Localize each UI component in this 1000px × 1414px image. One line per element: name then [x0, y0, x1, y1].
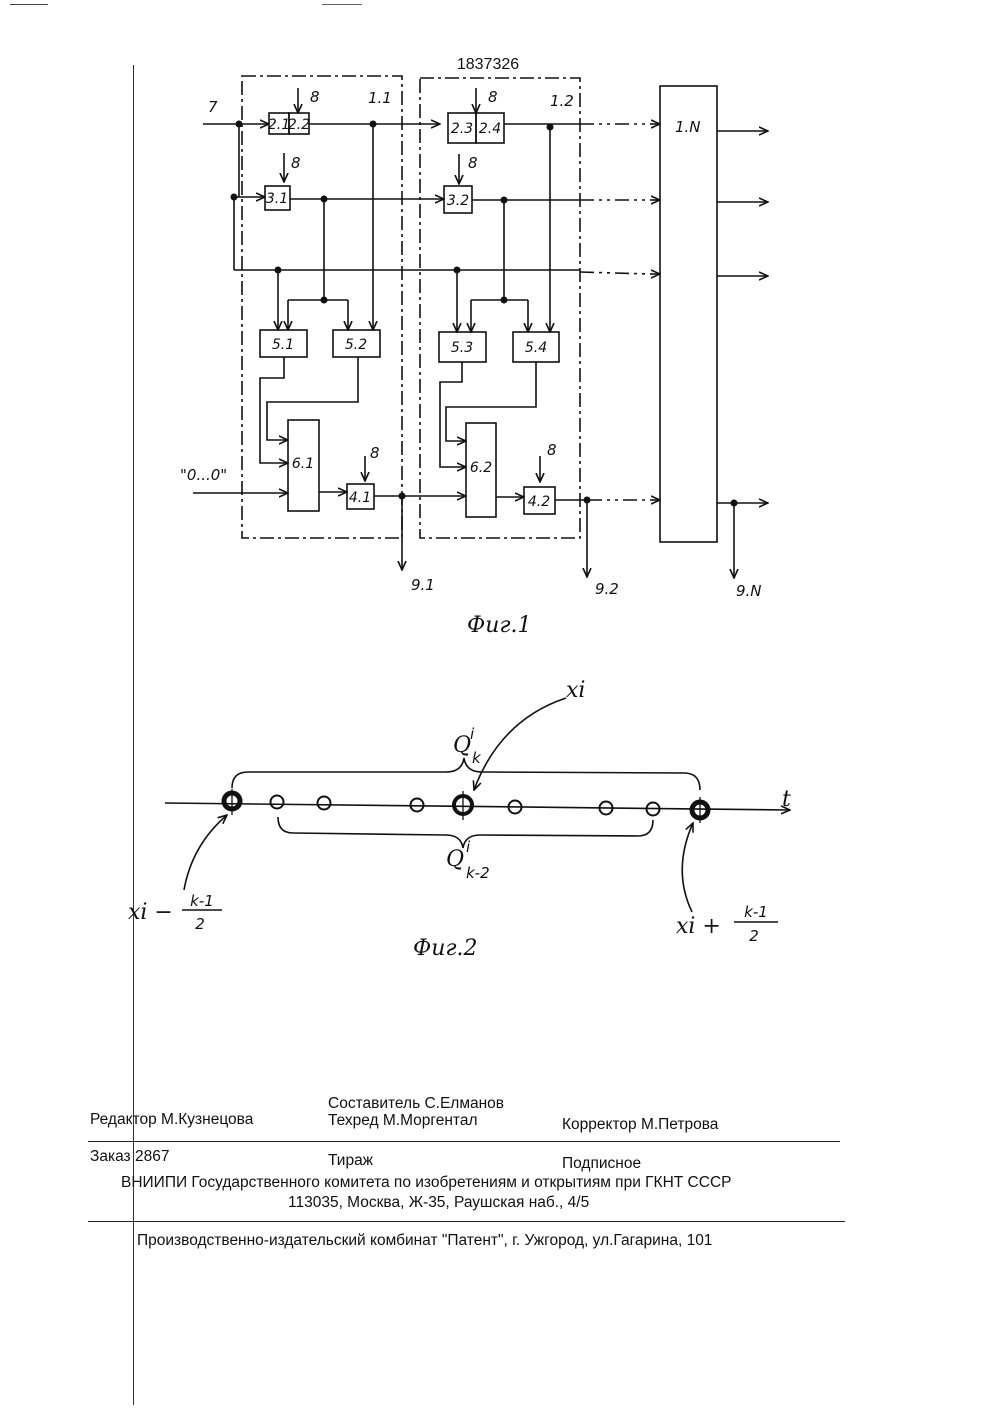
imprint-rule-bottom: [88, 1221, 845, 1222]
right-boundary-label: xi +: [676, 914, 721, 939]
block-label: 2.3: [451, 121, 473, 137]
block-label: 2.4: [479, 121, 501, 137]
upper-brace-sub: k: [472, 749, 482, 767]
junction-dots: [231, 121, 738, 507]
upper-brace-q: Q: [453, 733, 471, 758]
block-label: 5.4: [525, 340, 547, 356]
figure-2-timeline: [165, 698, 790, 922]
upper-brace: [232, 758, 700, 790]
subscription-line: Подписное: [562, 1155, 641, 1173]
figure-2-labels: t xi Q i k Q i k-2 xi − k-1 2 xi + k-1 2…: [128, 678, 791, 961]
point-label-xi: xi: [566, 678, 585, 703]
module-frame-2: [420, 78, 580, 538]
patent-number: 1837326: [457, 56, 519, 73]
module-label-2: 1.2: [550, 92, 574, 110]
block-label: 6.2: [470, 460, 492, 476]
sample-points: [224, 793, 708, 818]
block-label: 3.1: [266, 191, 288, 207]
circulation-line: Тираж: [328, 1152, 373, 1170]
techred-line: Техред М.Моргентал: [328, 1112, 478, 1130]
block-label: 2.1: [268, 117, 290, 133]
right-frac-num: k-1: [744, 903, 768, 921]
right-frac-den: 2: [749, 927, 759, 945]
left-frac-num: k-1: [190, 892, 214, 910]
module-block-n: [660, 86, 717, 542]
block-label: 5.1: [272, 337, 294, 353]
address-line: 113035, Москва, Ж-35, Раушская наб., 4/5: [288, 1194, 589, 1212]
figure-1-labels: 7 8 8 8 8 8 8 1.1 1.2 1.N "0...0" 2.1 2.…: [180, 88, 762, 638]
block-label: 4.2: [528, 494, 550, 510]
clock-label: 8: [547, 441, 557, 459]
figure-2-caption: Фиг.2: [413, 936, 478, 961]
block-label: 4.1: [349, 490, 371, 506]
imprint-rule-top: [88, 1141, 840, 1142]
block-label: 5.3: [451, 340, 473, 356]
pointer-right: [682, 823, 693, 912]
input-label: 7: [208, 98, 218, 116]
clock-label: 8: [310, 88, 320, 106]
compiler-line: Составитель С.Елманов: [328, 1095, 504, 1113]
module-label-n: 1.N: [675, 118, 701, 136]
clock-label: 8: [291, 154, 301, 172]
upper-brace-sup: i: [470, 725, 475, 743]
lower-brace-sub: k-2: [466, 864, 490, 882]
output-label: 9.N: [736, 582, 762, 600]
lower-brace-sup: i: [466, 838, 471, 856]
block-label: 2.2: [288, 117, 310, 133]
output-label: 9.1: [411, 576, 435, 594]
corrector-line: Корректор М.Петрова: [562, 1116, 718, 1134]
figure-1-caption: Фиг.1: [467, 613, 532, 638]
pointer-left: [184, 815, 227, 890]
clock-label: 8: [370, 444, 380, 462]
block-label: 3.2: [447, 193, 469, 209]
plant-line: Производственно-издательский комбинат "П…: [137, 1232, 712, 1250]
block-label: 5.2: [345, 337, 367, 353]
block-label: 6.1: [292, 456, 314, 472]
output-label: 9.2: [595, 580, 619, 598]
figure-1-schematic: [193, 76, 768, 578]
pointer-xi: [474, 698, 566, 790]
left-boundary-label: xi −: [128, 900, 173, 925]
lower-brace-q: Q: [446, 847, 464, 872]
axis-label-t: t: [782, 787, 791, 812]
publisher-line: ВНИИПИ Государственного комитета по изоб…: [121, 1174, 731, 1192]
zero-input-label: "0...0": [180, 466, 227, 484]
editor-line: Редактор М.Кузнецова: [90, 1111, 253, 1129]
order-line: Заказ 2867: [90, 1148, 169, 1166]
clock-label: 8: [468, 154, 478, 172]
module-label-1: 1.1: [368, 89, 392, 107]
clock-label: 8: [488, 88, 498, 106]
module-frame-1: [242, 76, 402, 538]
left-frac-den: 2: [195, 915, 205, 933]
